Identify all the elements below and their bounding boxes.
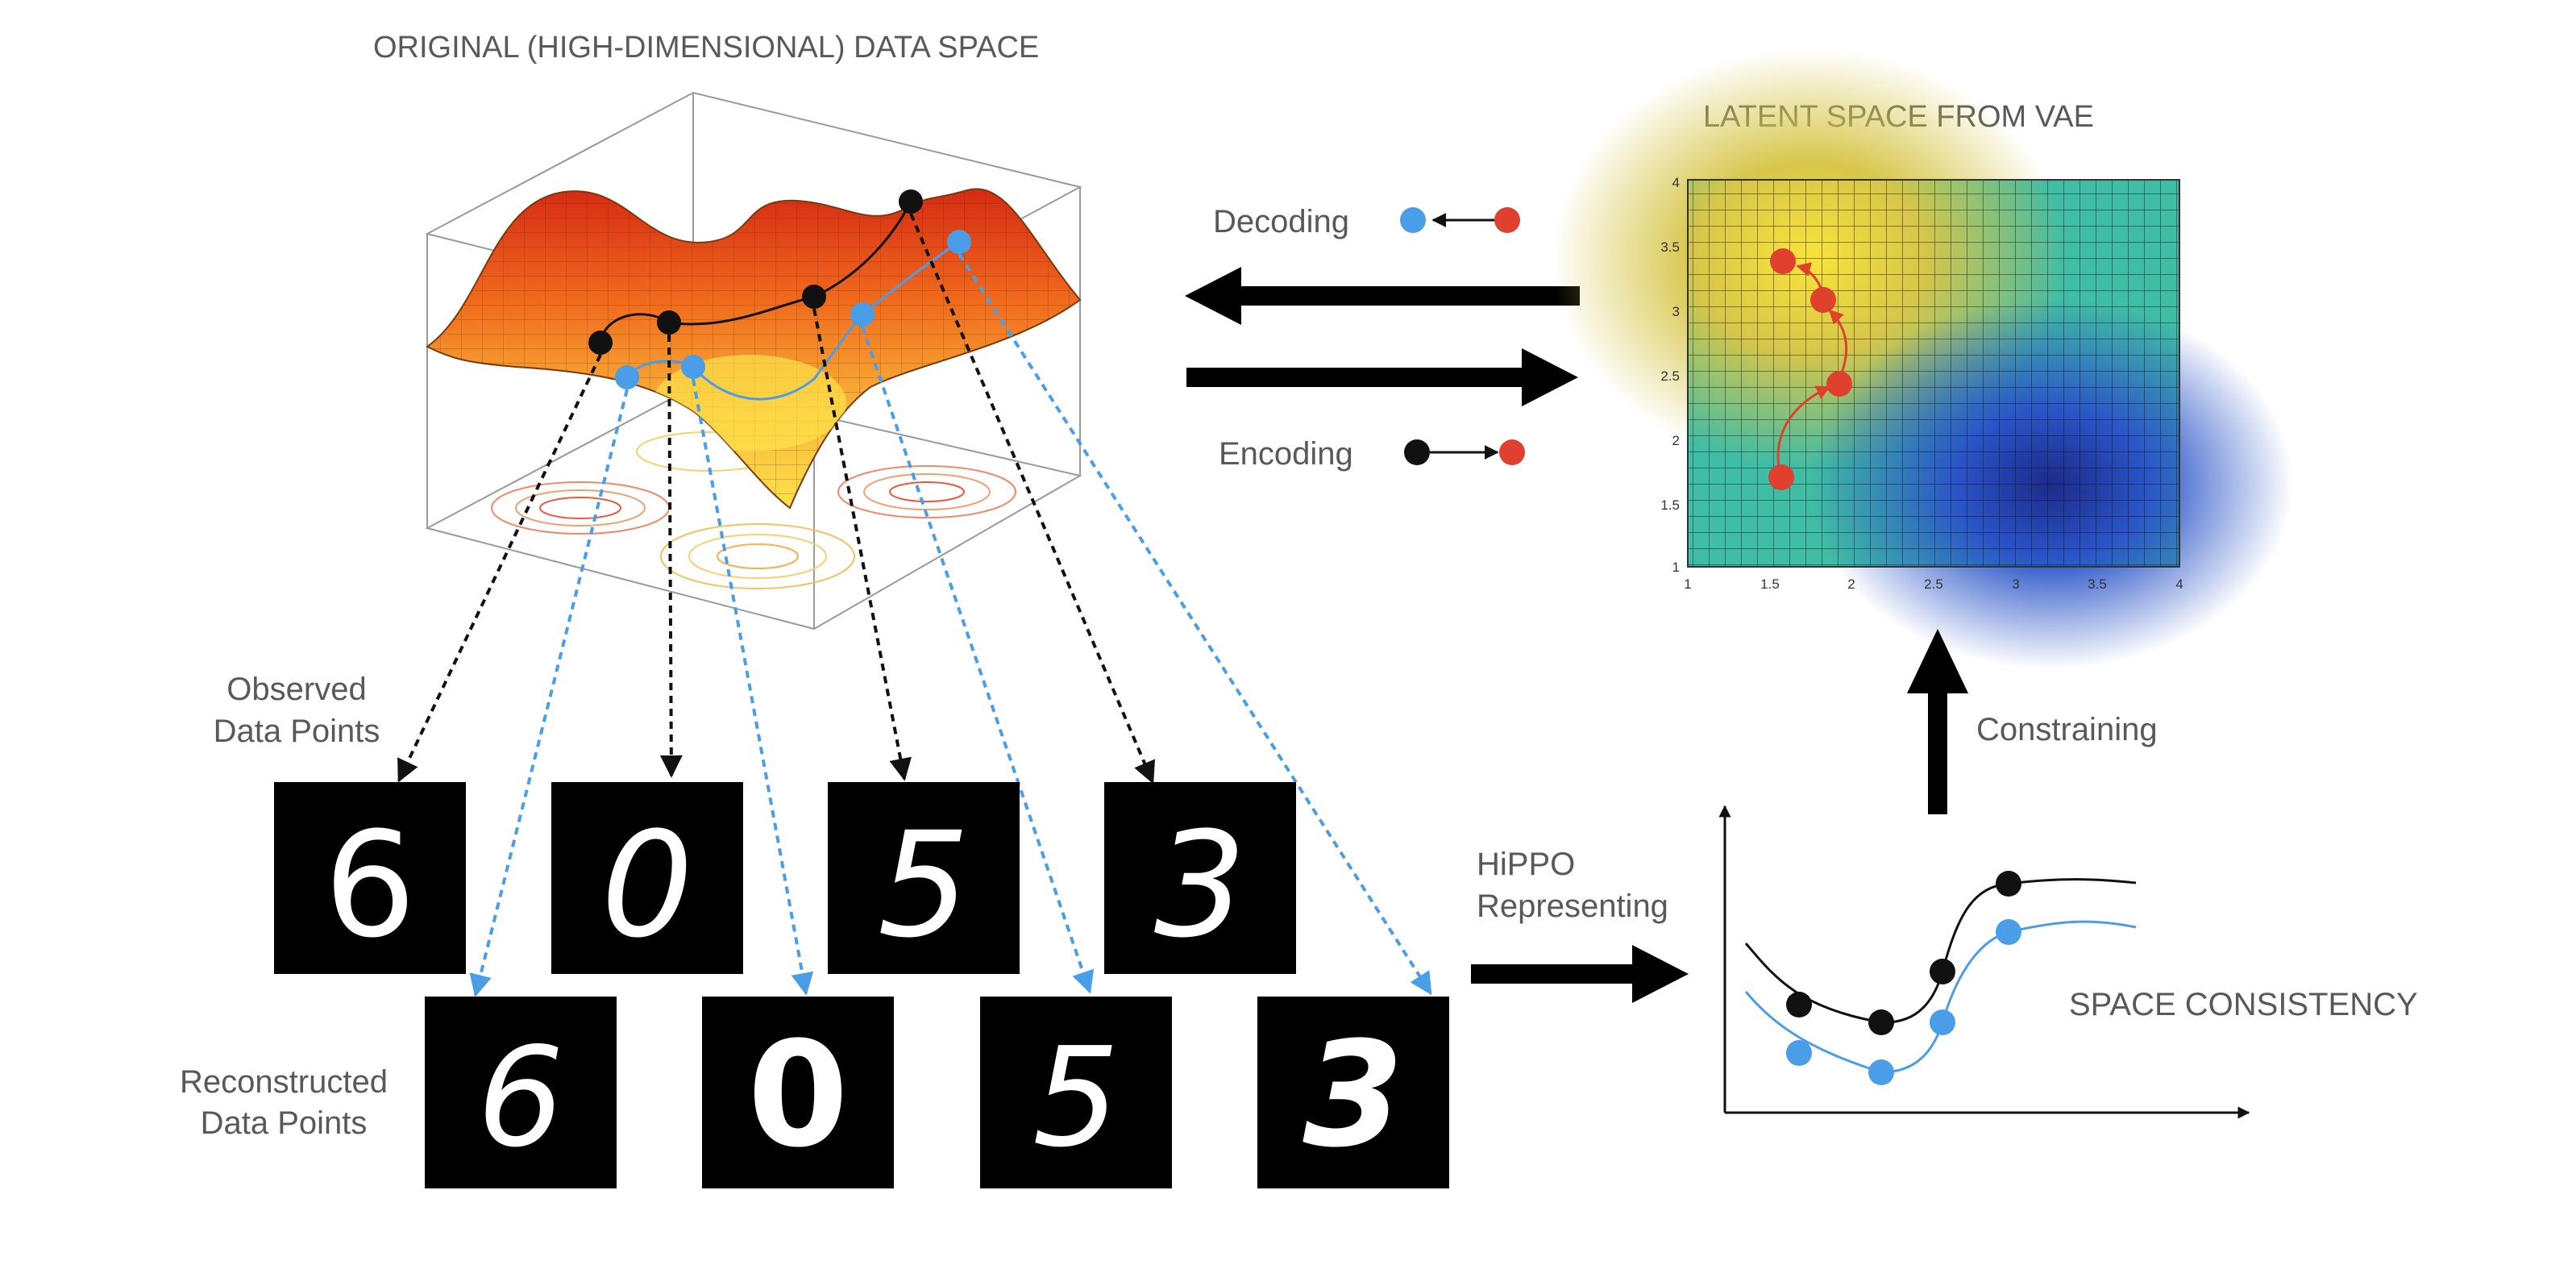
hippo-arrow bbox=[1471, 945, 1689, 1003]
observed-digit-6: 6 bbox=[274, 782, 466, 974]
reconstructed-digit-row: 6 0 5 3 bbox=[425, 997, 1449, 1188]
data-space-panel: ORIGINAL (HIGH-DIMENSIONAL) DATA SPACE bbox=[373, 31, 1082, 630]
latent-point bbox=[1826, 371, 1852, 397]
svg-text:1: 1 bbox=[1672, 560, 1680, 575]
latent-space-panel: LATENT SPACE FROM VAE 4 3.5 3 2.5 2 1.5 … bbox=[1552, 48, 2293, 669]
space-consistency-label: SPACE CONSISTENCY bbox=[2069, 987, 2418, 1022]
decoding-group: Decoding bbox=[1185, 204, 1580, 325]
svg-text:3: 3 bbox=[2012, 576, 2019, 592]
svg-text:2: 2 bbox=[1672, 433, 1680, 448]
svg-text:4: 4 bbox=[2175, 576, 2183, 592]
svg-text:Reconstructed: Reconstructed bbox=[180, 1064, 388, 1100]
decoding-label: Decoding bbox=[1213, 204, 1349, 239]
observed-points bbox=[588, 189, 923, 355]
observed-digit-0: 0 bbox=[551, 782, 743, 974]
constraining-label: Constraining bbox=[1976, 712, 2158, 747]
svg-text:2.5: 2.5 bbox=[1660, 368, 1680, 384]
latent-heatmap bbox=[1552, 48, 2293, 669]
latent-point bbox=[1770, 248, 1796, 274]
svg-text:5: 5 bbox=[1032, 1018, 1120, 1178]
latent-x-ticks: 1 1.5 2 2.5 3 3.5 4 bbox=[1684, 576, 2183, 592]
svg-text:3: 3 bbox=[1303, 1011, 1403, 1180]
latent-trajectory bbox=[1768, 248, 1852, 490]
svg-text:0: 0 bbox=[747, 1011, 848, 1180]
observed-digit-5: 5 bbox=[828, 782, 1020, 974]
svg-text:Observed: Observed bbox=[226, 672, 366, 707]
svg-text:2.5: 2.5 bbox=[1924, 576, 1943, 592]
svg-text:6: 6 bbox=[477, 1018, 564, 1178]
constraining-group: Constraining bbox=[1907, 629, 2158, 814]
encoding-red-dot bbox=[1499, 439, 1525, 465]
space-consistency-plot: SPACE CONSISTENCY bbox=[1718, 805, 2418, 1119]
observed-digit-row: 6 0 5 3 bbox=[274, 782, 1296, 974]
latent-point bbox=[1768, 464, 1794, 490]
svg-text:1.5: 1.5 bbox=[1660, 497, 1680, 513]
svg-text:Data Points: Data Points bbox=[201, 1105, 368, 1141]
reconstructed-digit-0: 0 bbox=[702, 997, 894, 1188]
hippo-label-line1: HiPPO bbox=[1477, 847, 1575, 882]
decoding-red-dot bbox=[1494, 207, 1520, 233]
latent-y-ticks: 4 3.5 3 2.5 2 1.5 1 bbox=[1660, 175, 1680, 575]
observed-digit-3: 3 bbox=[1104, 782, 1296, 974]
encoding-black-dot bbox=[1404, 439, 1430, 465]
encoding-label: Encoding bbox=[1219, 436, 1353, 472]
reconstructed-points bbox=[615, 230, 971, 389]
consistency-black-points bbox=[1786, 871, 2021, 1035]
hippo-label-line2: Representing bbox=[1477, 889, 1668, 924]
surface-mesh bbox=[426, 188, 1082, 510]
encoding-big-arrow bbox=[1186, 348, 1578, 406]
decoding-big-arrow bbox=[1185, 267, 1580, 325]
svg-text:2: 2 bbox=[1847, 576, 1855, 592]
contour-floor bbox=[491, 431, 1016, 589]
svg-text:6: 6 bbox=[324, 801, 417, 970]
svg-text:0: 0 bbox=[601, 801, 694, 970]
data-space-title: ORIGINAL (HIGH-DIMENSIONAL) DATA SPACE bbox=[373, 31, 1039, 65]
observed-label: Observed Data Points bbox=[214, 672, 380, 749]
latent-point bbox=[1810, 287, 1836, 313]
svg-text:3.5: 3.5 bbox=[1660, 239, 1680, 255]
svg-text:3: 3 bbox=[1672, 304, 1680, 319]
reconstructed-trajectory bbox=[625, 240, 960, 401]
reconstructed-projection-arrows bbox=[469, 252, 1432, 997]
observed-trajectory bbox=[599, 201, 912, 343]
reconstructed-digit-6: 6 bbox=[425, 997, 617, 1188]
consistency-blue-points bbox=[1786, 919, 2021, 1085]
reconstructed-digit-5: 5 bbox=[980, 997, 1172, 1188]
reconstructed-digit-3: 3 bbox=[1257, 997, 1449, 1188]
svg-text:3.5: 3.5 bbox=[2088, 576, 2107, 592]
svg-text:5: 5 bbox=[878, 801, 970, 970]
svg-text:3: 3 bbox=[1154, 801, 1247, 970]
svg-text:1.5: 1.5 bbox=[1760, 576, 1780, 592]
svg-text:Data Points: Data Points bbox=[214, 714, 380, 749]
svg-text:1: 1 bbox=[1684, 576, 1691, 592]
svg-text:4: 4 bbox=[1672, 175, 1680, 190]
encoding-group: Encoding bbox=[1186, 348, 1578, 472]
decoding-blue-dot bbox=[1400, 207, 1426, 233]
observed-projection-arrows bbox=[397, 213, 1156, 784]
hippo-group: HiPPO Representing bbox=[1471, 847, 1689, 1003]
reconstructed-label: Reconstructed Data Points bbox=[180, 1064, 388, 1141]
constraining-arrow bbox=[1907, 629, 1968, 814]
